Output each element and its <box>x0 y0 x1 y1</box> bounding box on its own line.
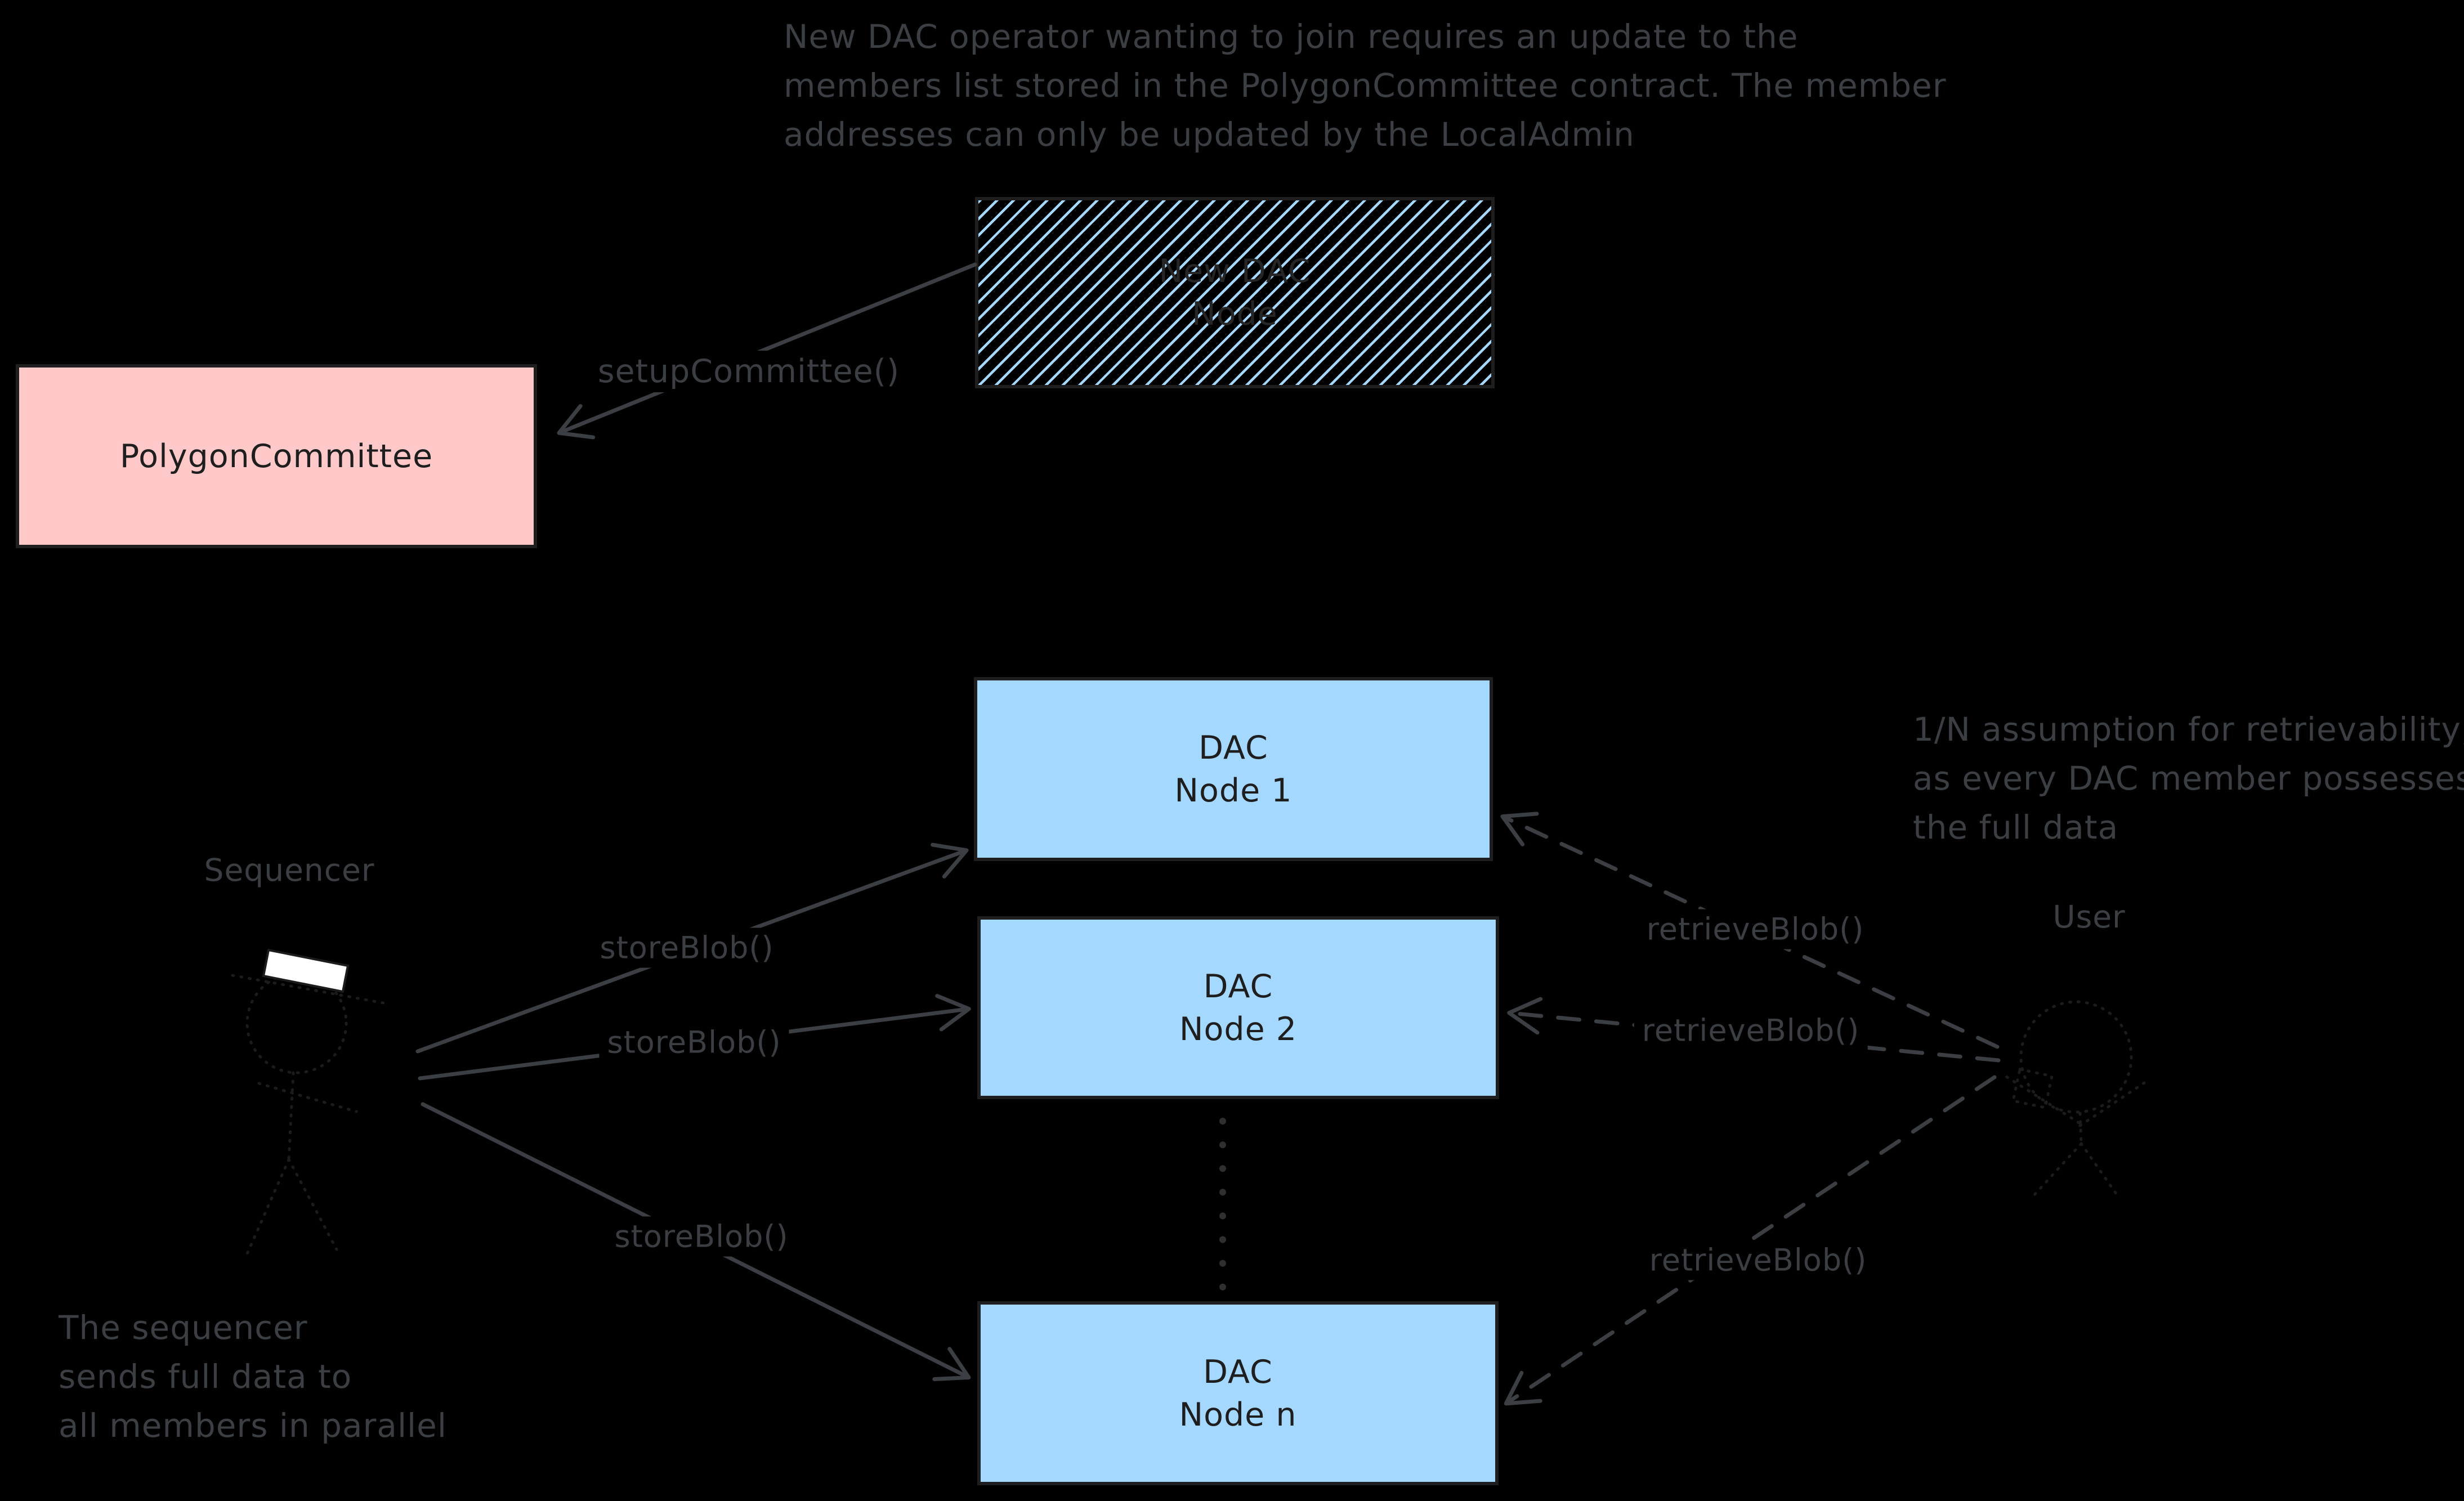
user-figure-icon <box>2000 1000 2148 1199</box>
dac-node-2-label-line: DAC <box>1203 967 1273 1005</box>
polygon-committee-label: PolygonCommittee <box>119 437 433 475</box>
sequencer-note-line: all members in parallel <box>59 1406 447 1445</box>
store-blob-edge-label-3: storeBlob() <box>606 1216 797 1257</box>
retrieve-blob-edge-label-2: retrieveBlob() <box>1634 1010 1868 1051</box>
user-leg <box>2032 1142 2083 1198</box>
top-note: New DAC operator wanting to join require… <box>784 12 1947 159</box>
user-label: User <box>2052 899 2126 935</box>
retrieve-blob-arrow-noden <box>1504 1075 1997 1406</box>
new-dac-node-label-line: Node <box>1192 295 1278 333</box>
top-note-line: New DAC operator wanting to join require… <box>784 17 1799 56</box>
user-head <box>2019 1000 2133 1114</box>
sequencer-desk-line <box>231 974 388 1005</box>
setup-committee-edge-label: setupCommittee() <box>589 351 908 392</box>
retrievability-note-line: the full data <box>1913 808 2119 846</box>
user-body <box>2078 1112 2083 1145</box>
sequencer-label: Sequencer <box>204 852 375 888</box>
dac-node-1-label-line: Node 1 <box>1174 772 1293 809</box>
setup-committee-arrow <box>557 262 977 440</box>
dac-node-1-box: DAC Node 1 <box>974 677 1493 861</box>
retrievability-note-line: as every DAC member possesses <box>1913 759 2464 797</box>
dac-node-2-box: DAC Node 2 <box>977 916 1499 1099</box>
top-note-line: members list stored in the PolygonCommit… <box>784 66 1947 105</box>
sequencer-arm <box>257 1082 358 1113</box>
dac-node-1-label-line: DAC <box>1199 729 1268 767</box>
sequencer-note-line: sends full data to <box>59 1357 352 1396</box>
user-leg <box>2080 1142 2121 1199</box>
retrievability-note-line: 1/N assumption for retrievability, <box>1913 710 2464 749</box>
dac-node-n-label-line: DAC <box>1203 1353 1273 1391</box>
user-bag <box>2011 1068 2054 1109</box>
retrieve-blob-edge-label-3: retrieveBlob() <box>1641 1240 1875 1280</box>
dac-node-n-box: DAC Node n <box>977 1301 1499 1485</box>
polygon-committee-box: PolygonCommittee <box>16 364 537 548</box>
dac-node-n-label-line: Node n <box>1179 1396 1297 1433</box>
retrieve-blob-edge-label-1: retrieveBlob() <box>1638 909 1872 949</box>
dac-node-2-label-line: Node 2 <box>1179 1010 1298 1048</box>
user-arm <box>2000 1072 2081 1124</box>
sequencer-figure-icon <box>231 948 388 1257</box>
sequencer-leg <box>287 1158 338 1251</box>
laptop-screen-icon <box>262 948 350 993</box>
store-blob-edge-label-2: storeBlob() <box>599 1022 789 1063</box>
retrievability-note: 1/N assumption for retrievability, as ev… <box>1913 705 2464 852</box>
sequencer-leg <box>245 1158 290 1257</box>
user-arm <box>2078 1080 2148 1127</box>
new-dac-node-label-line: New DAC <box>1159 253 1311 290</box>
store-blob-edge-label-1: storeBlob() <box>592 928 782 968</box>
top-note-line: addresses can only be updated by the Loc… <box>784 115 1635 154</box>
new-dac-node-box: New DAC Node <box>975 197 1495 388</box>
sequencer-head <box>245 972 348 1074</box>
sequencer-note: The sequencer sends full data to all mem… <box>59 1303 447 1450</box>
sequencer-note-line: The sequencer <box>59 1309 308 1347</box>
sequencer-body <box>287 1071 295 1161</box>
